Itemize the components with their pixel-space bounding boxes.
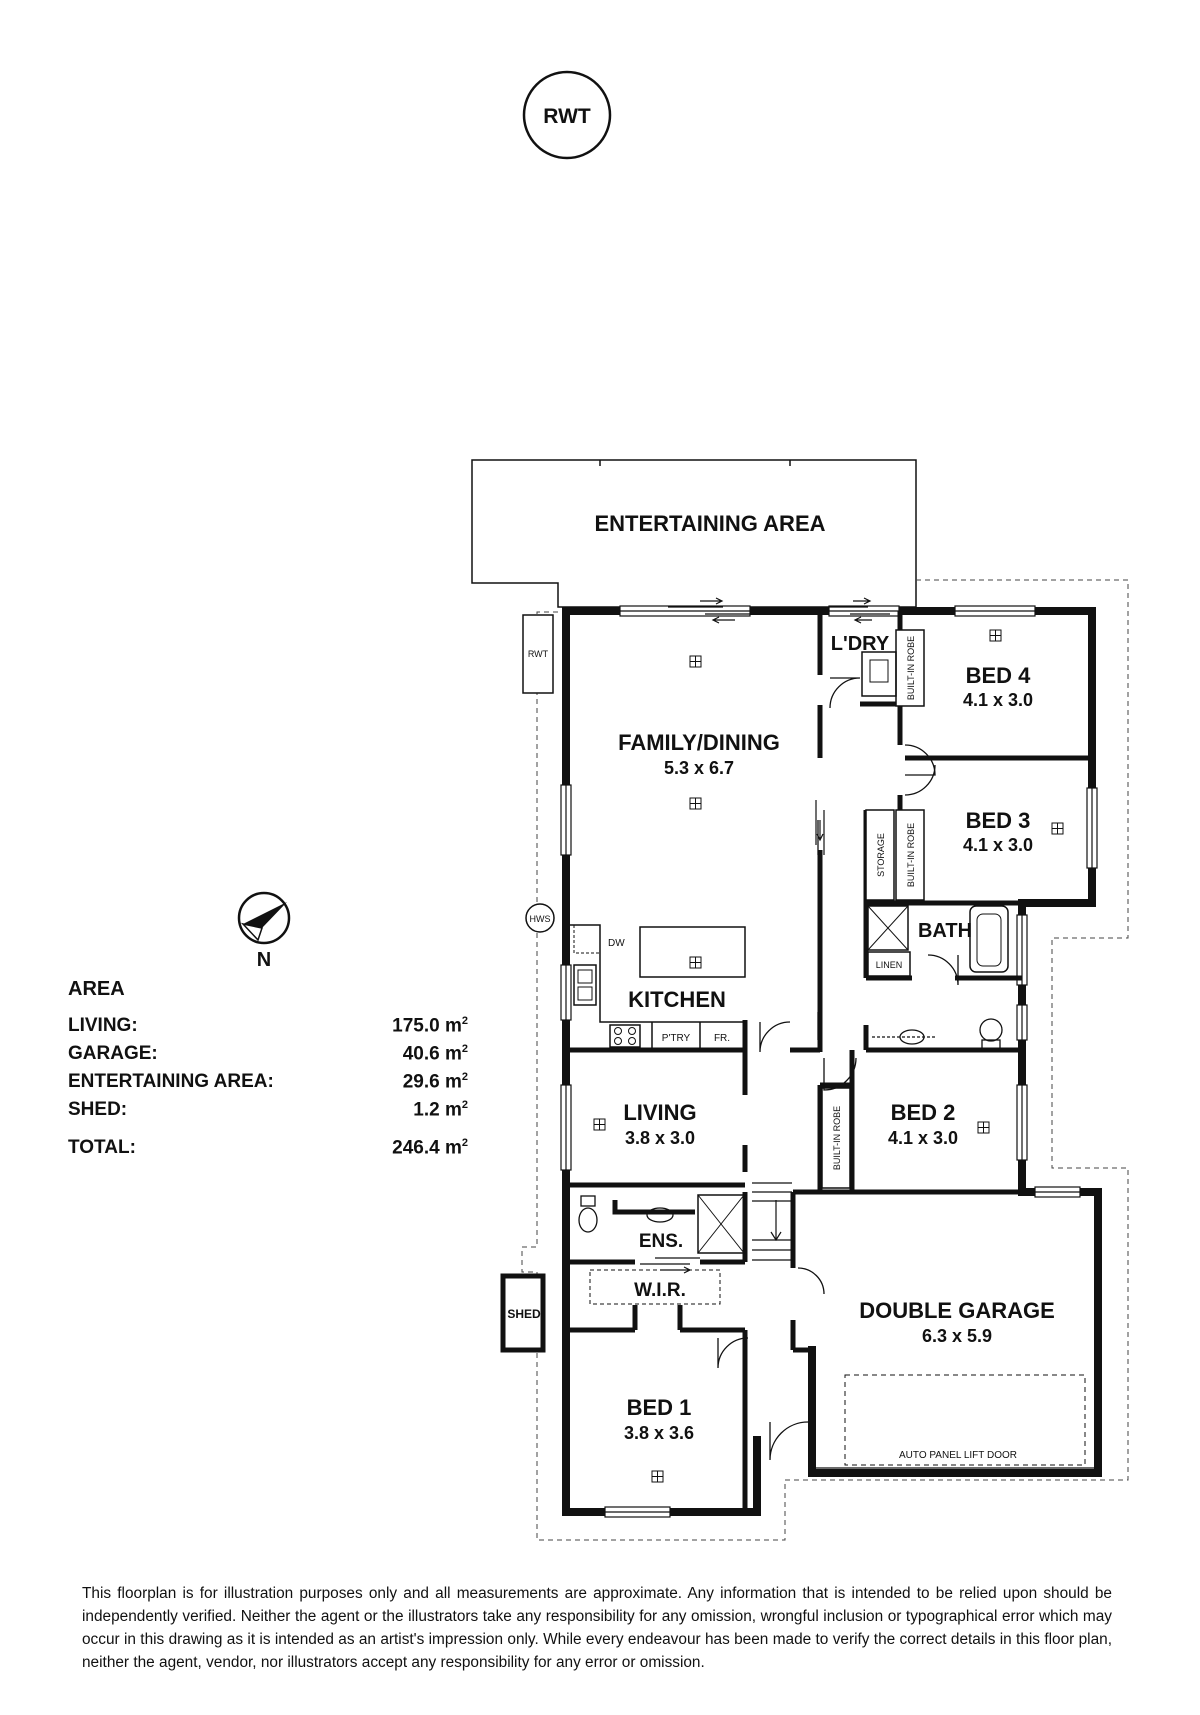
shed: SHED (500, 1273, 546, 1353)
compass-icon: N (237, 891, 291, 971)
entertaining-area: ENTERTAINING AREA (471, 459, 917, 608)
area-row-shed: SHED: 1.2 m2 (68, 1099, 468, 1127)
linen-label: LINEN (876, 960, 903, 970)
robe-bed2: BUILT-IN ROBE (821, 1087, 851, 1189)
garage-label: DOUBLE GARAGE (859, 1298, 1055, 1323)
rainwater-tank: RWT (522, 70, 612, 160)
area-row-living: LIVING: 175.0 m2 (68, 1015, 468, 1043)
bed4-dim: 4.1 x 3.0 (963, 690, 1033, 710)
kitchen-label: KITCHEN (628, 987, 726, 1012)
storage-label: STORAGE (876, 833, 886, 877)
robe-bed2-label: BUILT-IN ROBE (832, 1106, 842, 1170)
robe-bed3-label: BUILT-IN ROBE (906, 823, 916, 887)
toilet-bath (872, 1018, 1003, 1051)
area-value: 1.2 m2 (413, 1099, 468, 1121)
bed4-label: BED 4 (966, 663, 1032, 688)
garage-door: AUTO PANEL LIFT DOOR (815, 1374, 1095, 1469)
laundry-tub (861, 651, 897, 697)
wir-shelving (589, 1269, 721, 1305)
sliding-door-wir (640, 1257, 700, 1274)
garage-dim: 6.3 x 5.9 (922, 1326, 992, 1346)
laundry-label: L'DRY (831, 633, 890, 655)
storage-cupboard: STORAGE (865, 809, 895, 901)
linen-cupboard: LINEN (867, 951, 911, 977)
ensuite-shower (697, 1194, 745, 1254)
door-swings (717, 677, 959, 1461)
rwt-small-tank: RWT (522, 614, 554, 694)
bed2-dim: 4.1 x 3.0 (888, 1128, 958, 1148)
area-total-label: TOTAL: (68, 1137, 136, 1158)
bed1-label: BED 1 (627, 1395, 692, 1420)
hws-label: HWS (530, 914, 551, 924)
family-dining-dim: 5.3 x 6.7 (664, 758, 734, 778)
bath-shower (867, 905, 1009, 973)
area-value: 175.0 m2 (392, 1015, 468, 1037)
sliding-door-family (668, 597, 760, 624)
garage-steps (752, 1182, 792, 1261)
area-total-value: 246.4 m2 (392, 1137, 468, 1159)
bed2-label: BED 2 (891, 1100, 956, 1125)
robe-bed4: BUILT-IN ROBE (895, 629, 925, 707)
area-label: LIVING: (68, 1015, 138, 1036)
bed1-dim: 3.8 x 3.6 (624, 1423, 694, 1443)
robe-bed4-label: BUILT-IN ROBE (906, 636, 916, 700)
garage-door-label: AUTO PANEL LIFT DOOR (899, 1450, 1017, 1461)
area-table: AREA LIVING: 175.0 m2 GARAGE: 40.6 m2 EN… (68, 978, 468, 1165)
sliding-door-laundry (828, 597, 890, 624)
bed3-dim: 4.1 x 3.0 (963, 835, 1033, 855)
area-label: GARAGE: (68, 1043, 158, 1064)
shed-label: SHED (507, 1307, 541, 1321)
area-title: AREA (68, 978, 125, 1000)
sliding-door-hall (815, 800, 825, 855)
robe-bed3: BUILT-IN ROBE (895, 809, 925, 901)
living-label: LIVING (623, 1100, 696, 1125)
entertaining-area-label: ENTERTAINING AREA (595, 511, 826, 536)
north-label: N (257, 949, 271, 971)
bed3-label: BED 3 (966, 808, 1031, 833)
living-dim: 3.8 x 3.0 (625, 1128, 695, 1148)
windows (560, 605, 1098, 1518)
bath-label: BATH (918, 920, 972, 942)
rwt-small-label: RWT (528, 649, 549, 659)
area-row-entertaining: ENTERTAINING AREA: 29.6 m2 (68, 1071, 468, 1099)
area-label: ENTERTAINING AREA: (68, 1071, 274, 1092)
area-value: 40.6 m2 (402, 1043, 468, 1065)
family-dining-label: FAMILY/DINING (618, 730, 780, 755)
area-row-total: TOTAL: 246.4 m2 (68, 1137, 468, 1165)
area-row-garage: GARAGE: 40.6 m2 (68, 1043, 468, 1071)
ensuite-label: ENS. (639, 1231, 683, 1252)
kitchen-bench (570, 924, 746, 1050)
light-fittings (593, 629, 1064, 1483)
area-label: SHED: (68, 1099, 128, 1120)
disclaimer-text: This floorplan is for illustration purpo… (82, 1585, 1112, 1671)
toilet-ensuite (578, 1195, 674, 1233)
dishwasher-label: DW (608, 938, 625, 949)
fridge-label: FR. (714, 1033, 730, 1044)
pantry-label: P'TRY (662, 1033, 691, 1044)
boundary-dashed (521, 579, 1129, 1541)
hot-water-system: HWS (525, 903, 555, 933)
area-value: 29.6 m2 (402, 1071, 468, 1093)
rainwater-tank-label: RWT (543, 105, 591, 128)
wir-label: W.I.R. (634, 1280, 686, 1301)
